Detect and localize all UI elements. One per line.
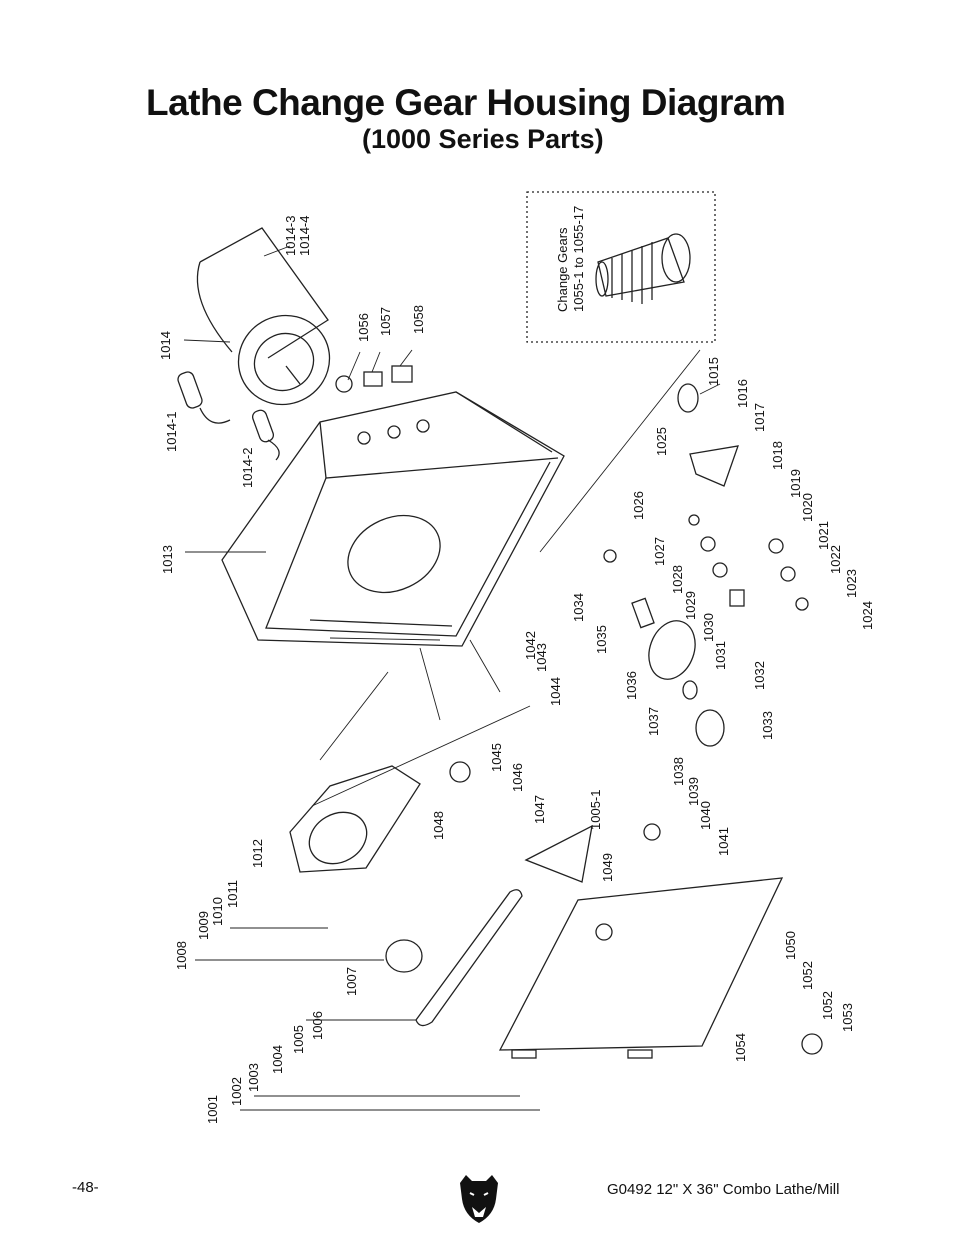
part-number-label: 1034 [571,593,586,622]
part-number-label: 1041 [716,827,731,856]
cover-plate-icon [498,824,784,1059]
part-number-label: 1029 [683,591,698,620]
part-number-label: 1020 [800,493,815,522]
part-label-group: Change Gears 1055-1 to 1055-17 [555,206,586,312]
page-number: -48- [72,1179,99,1196]
part-number-label: 1033 [760,711,775,740]
part-number-label: 1014-3 [283,216,298,256]
part-number-label: 1014-2 [240,448,255,488]
part-number-label: 1008 [174,941,189,970]
part-number-label: 1011 [225,880,240,908]
part-number-label: 1035 [594,625,609,654]
part-number-label: 1004 [270,1045,285,1074]
change-gears-inset-box [526,191,716,343]
part-number-label: 1010 [210,897,225,926]
part-number-label: 1027 [652,537,667,566]
capacitor-icon [177,371,280,461]
part-number-label: 1037 [646,707,661,736]
part-number-label: 1001 [205,1095,220,1124]
bracket-plate-icon [289,761,471,873]
knob-icon [335,365,413,393]
part-number-label: 1014-4 [297,216,312,256]
part-number-label: 1058 [411,305,426,334]
part-number-label: 1032 [752,661,767,690]
gear-housing-icon [221,391,565,647]
part-number-label: 1057 [378,307,393,336]
part-number-label: 1013 [160,545,175,574]
part-number-label: 1031 [713,641,728,670]
part-number-label: 1043 [534,643,549,672]
part-number-label: 1025 [654,427,669,456]
model-name: G0492 12" X 36" Combo Lathe/Mill [607,1181,840,1198]
change-gears-icon [595,233,691,304]
part-number-label: 1006 [310,1011,325,1040]
part-number-label: 1022 [828,545,843,574]
part-number-label: 1012 [250,839,265,868]
part-number-label: 1053 [840,1003,855,1032]
part-number-label: 1038 [671,757,686,786]
part-number-label: 1021 [816,521,831,550]
gear-train-icon [603,383,809,747]
part-number-label: 1024 [860,601,875,630]
part-number-label: 1015 [706,357,721,386]
part-number-label: 1050 [783,931,798,960]
part-number-label: 1056 [356,313,371,342]
part-number-label: 1014-1 [164,412,179,452]
page-title-text: Lathe Change Gear Housing Diagram [146,82,786,123]
inset-label-line1: Change Gears [555,227,570,312]
part-number-label: 1005-1 [588,790,603,830]
part-number-label: 1052 [800,961,815,990]
part-number-label: 1005 [291,1025,306,1054]
part-number-label: 1048 [431,811,446,840]
inset-label-line2: 1055-1 to 1055-17 [571,206,586,312]
part-number-label: 1019 [788,469,803,498]
part-number-label: 1007 [344,967,359,996]
part-number-label: 1014 [158,331,173,360]
part-number-label: 1016 [735,379,750,408]
part-number-label: 1049 [600,853,615,882]
part-number-label: 1052 [820,991,835,1020]
part-number-label: 1023 [844,569,859,598]
part-number-label: 1047 [532,795,547,824]
grizzly-bear-logo-icon [460,1175,498,1223]
part-number-label: 1039 [686,777,701,806]
part-number-label: 1009 [196,911,211,940]
part-number-label: 1018 [770,441,785,470]
part-number-label: 1044 [548,677,563,706]
part-number-label: 1003 [246,1063,261,1092]
part-number-label: 1028 [670,565,685,594]
part-number-label: 1045 [489,743,504,772]
knob-icon [643,823,661,841]
pulley-belt-icon [385,889,523,1027]
part-number-label: 1046 [510,763,525,792]
part-number-label: 1030 [701,613,716,642]
page-subtitle: (1000 Series Parts) [362,124,604,154]
part-number-label: 1040 [698,801,713,830]
motor-icon [196,227,331,406]
part-number-label: 1026 [631,491,646,520]
part-number-label: 1002 [229,1077,244,1106]
part-number-label: 1017 [752,403,767,432]
part-number-label: 1054 [733,1033,748,1062]
part-number-label: 1042 [523,631,538,660]
part-number-label: 1036 [624,671,639,700]
leader-lines [183,245,721,1111]
knob-icon [801,1033,823,1055]
